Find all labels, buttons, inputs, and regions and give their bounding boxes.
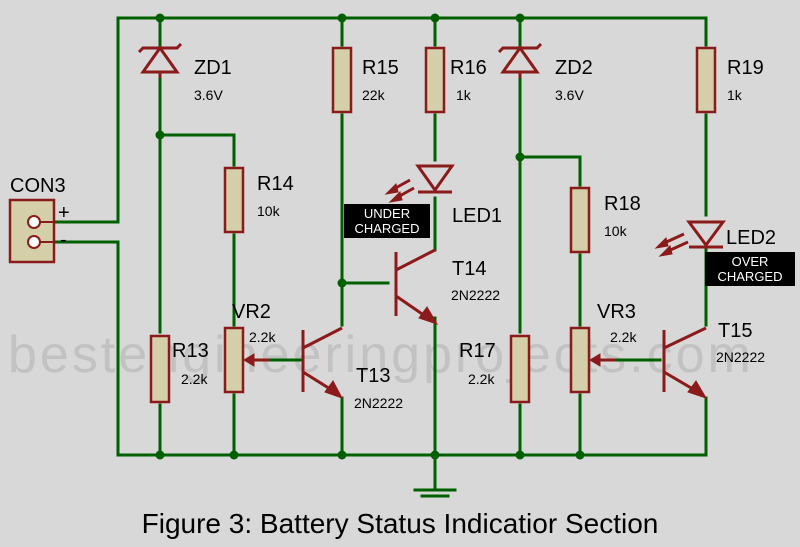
r17-name: R17 (459, 340, 496, 362)
led2-tag-line1: OVER (732, 254, 769, 269)
t15-value: 2N2222 (716, 349, 765, 365)
r17-value: 2.2k (468, 371, 495, 387)
vr3-value: 2.2k (610, 329, 637, 345)
connector-con3 (8, 198, 56, 264)
led2-status-tag: OVER CHARGED (705, 252, 795, 286)
zd1-name: ZD1 (194, 57, 232, 79)
resistor-r18 (569, 186, 591, 254)
r16-value: 1k (456, 87, 472, 103)
resistor-r17 (509, 334, 531, 404)
resistor-r13 (149, 334, 171, 404)
t13-value: 2N2222 (354, 395, 403, 411)
con3-label: CON3 (10, 175, 66, 197)
r18-name: R18 (604, 193, 641, 215)
r15-value: 22k (362, 87, 386, 103)
led1-name: LED1 (452, 205, 502, 227)
resistor-r15 (331, 46, 353, 114)
con3-plus-label: + (58, 202, 70, 224)
zd2-name: ZD2 (555, 57, 593, 79)
resistor-r16 (424, 46, 446, 114)
r16-name: R16 (450, 57, 487, 79)
figure-caption: Figure 3: Battery Status Indicatior Sect… (142, 508, 659, 539)
wires (38, 16, 708, 492)
transistor-t15 (662, 326, 708, 399)
transistor-t14 (394, 248, 439, 325)
led1-tag-line1: UNDER (364, 206, 410, 221)
led1-status-tag: UNDER CHARGED (344, 204, 430, 238)
r19-value: 1k (727, 87, 743, 103)
led-led1 (384, 164, 455, 203)
ground-symbol (413, 488, 457, 498)
r19-name: R19 (727, 57, 764, 79)
watermark-text: bestengineeringprojects.com (8, 326, 754, 384)
potentiometer-vr2 (223, 326, 270, 394)
r15-name: R15 (362, 57, 399, 79)
resistor-r14 (223, 166, 245, 234)
t14-name: T14 (452, 258, 486, 280)
vr2-name: VR2 (232, 301, 271, 323)
zd1-value: 3.6V (194, 87, 223, 103)
r13-name: R13 (172, 340, 209, 362)
resistor-r19 (695, 46, 717, 114)
r14-value: 10k (257, 203, 281, 219)
transistor-t13 (301, 326, 344, 399)
zener-zd2 (497, 42, 543, 78)
t14-value: 2N2222 (451, 287, 500, 303)
t13-name: T13 (356, 365, 390, 387)
zd2-value: 3.6V (555, 87, 584, 103)
r14-name: R14 (257, 173, 294, 195)
led2-tag-line2: CHARGED (717, 269, 782, 284)
led2-name: LED2 (726, 227, 776, 249)
t15-name: T15 (718, 320, 752, 342)
potentiometer-vr3 (569, 326, 616, 394)
r13-value: 2.2k (181, 371, 208, 387)
led-led2 (654, 220, 726, 257)
junctions (155, 13, 585, 460)
vr2-value: 2.2k (249, 329, 276, 345)
r18-value: 10k (604, 223, 628, 239)
zener-zd1 (137, 42, 183, 78)
con3-minus-label: - (60, 229, 67, 251)
led1-tag-line2: CHARGED (354, 221, 419, 236)
vr3-name: VR3 (597, 301, 636, 323)
